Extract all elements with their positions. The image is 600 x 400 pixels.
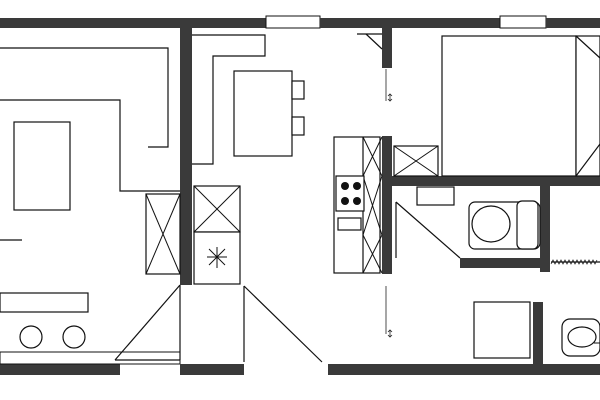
arrow-top-down <box>387 98 393 102</box>
lower-right-wall <box>533 302 543 364</box>
burner-right <box>62 325 86 349</box>
left-room-kitchen-outline <box>0 99 180 192</box>
left-room <box>0 47 181 361</box>
central-room <box>192 34 323 363</box>
bottom-wall-right <box>328 364 600 375</box>
lower-counter <box>0 292 89 313</box>
kitchen-cabinet-diagonal-2 <box>362 136 383 177</box>
top-wall-left <box>0 18 266 28</box>
burner-left <box>19 325 43 349</box>
kitchen-top-wall <box>382 28 392 68</box>
top-window-right <box>499 15 547 29</box>
kitchen-cabinet-diagonal-6 <box>362 234 383 274</box>
bottom-window-left <box>0 351 181 365</box>
top-wall-middle <box>320 18 500 28</box>
kitchen-top-diagonal <box>365 33 383 50</box>
bathroom-divider-wall <box>540 186 550 272</box>
chair-top <box>291 80 305 100</box>
burner-bottom-right <box>353 197 361 205</box>
bathroom-cabinet <box>416 186 455 206</box>
left-door-diagonal-1 <box>114 284 181 361</box>
left-room-upper-outline <box>0 47 169 148</box>
wardrobe-door-bottom <box>575 143 600 177</box>
stovetop <box>335 175 365 212</box>
star-diagonal-2 <box>208 248 226 266</box>
bathroom-bottom-wall <box>460 258 540 268</box>
top-wall-right <box>546 18 600 28</box>
wardrobe-door-top <box>575 35 600 59</box>
central-room-outline <box>192 34 266 165</box>
burner-top-left <box>341 182 349 190</box>
bedroom-bottom-wall <box>392 176 600 186</box>
central-left-wall <box>180 28 192 285</box>
top-window-left <box>265 15 321 29</box>
bed <box>441 35 577 177</box>
chair-bottom <box>291 116 305 136</box>
wash-basin-inner <box>567 326 597 348</box>
sink <box>337 217 362 231</box>
arrow-bottom-up <box>387 329 393 333</box>
exterior-walls <box>0 15 600 375</box>
center-door-swing <box>243 285 323 363</box>
interior-walls <box>180 28 600 364</box>
storage-box-top-diagonal-2 <box>193 185 241 233</box>
arrow-bottom-down <box>387 334 393 338</box>
bedroom <box>393 35 600 177</box>
left-shelf-diagonal-2 <box>145 193 181 275</box>
dining-table <box>233 70 293 157</box>
bedroom-storage-diagonal-2 <box>393 145 439 177</box>
arrow-top-up <box>387 93 393 97</box>
burner-bottom-left <box>341 197 349 205</box>
table <box>13 121 71 211</box>
bottom-wall-left <box>0 363 120 375</box>
toilet-tank <box>516 200 539 250</box>
shower-curtain-pattern <box>550 259 598 265</box>
wardrobe <box>575 35 600 177</box>
burner-top-right <box>353 182 361 190</box>
kitchen-right-wall <box>382 136 392 274</box>
toilet-bowl <box>471 205 511 243</box>
bottom-wall-segment <box>180 364 244 375</box>
laundry-box <box>473 301 531 359</box>
kitchen-cabinet-diagonal-4 <box>362 175 383 236</box>
bathroom-door-swing <box>395 201 461 259</box>
bathroom <box>395 186 600 359</box>
kitchen <box>333 33 393 338</box>
